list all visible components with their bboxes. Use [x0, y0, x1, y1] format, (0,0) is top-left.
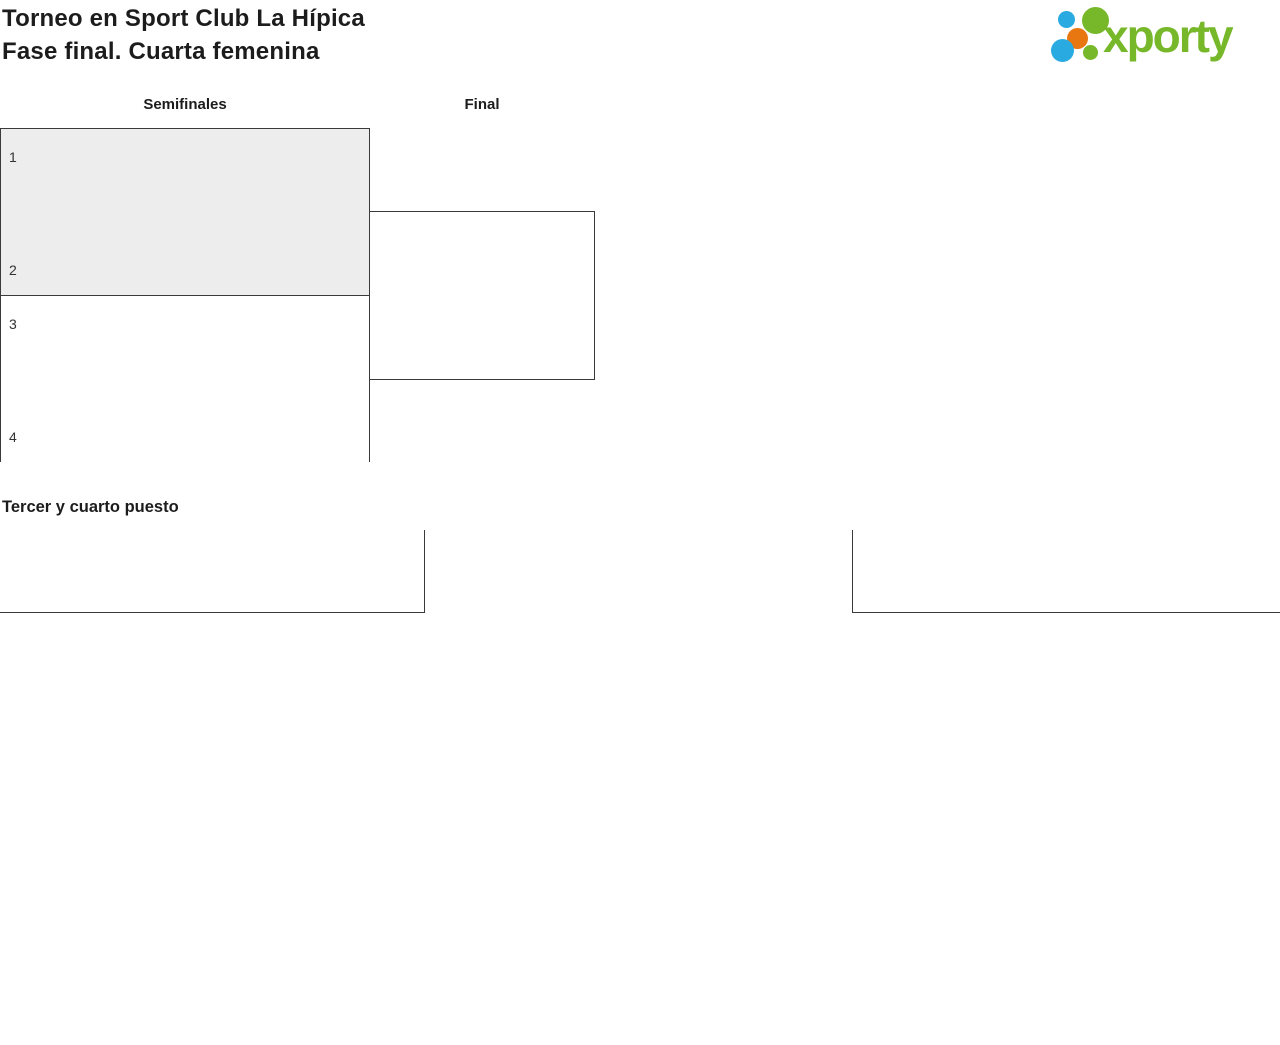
xporty-logo[interactable]: xporty	[1045, 0, 1280, 80]
round-header-final: Final	[464, 96, 500, 113]
logo-dot-blue-small-icon	[1058, 11, 1075, 28]
third-place-match-left-cell[interactable]	[0, 530, 425, 613]
page-title: Torneo en Sport Club La Hípica Fase fina…	[2, 2, 365, 68]
round-header-semifinales: Semifinales	[143, 96, 227, 113]
logo-dot-green-large-icon	[1082, 7, 1109, 34]
seed-label: 1	[9, 149, 17, 165]
third-place-heading: Tercer y cuarto puesto	[2, 498, 179, 516]
final-match[interactable]	[369, 211, 595, 380]
third-place-match-right-cell[interactable]	[852, 530, 1280, 613]
phase-category-subtitle: Fase final. Cuarta femenina	[2, 38, 320, 65]
seed-label: 3	[9, 316, 17, 332]
seed-label: 4	[9, 429, 17, 445]
tournament-name: Torneo en Sport Club La Hípica	[2, 5, 365, 32]
semifinal-match-2[interactable]: 3 4	[1, 296, 369, 462]
semifinals-column: 1 2 3 4	[0, 128, 370, 462]
seed-label: 2	[9, 262, 17, 278]
xporty-wordmark: xporty	[1103, 10, 1234, 62]
semifinal-match-1[interactable]: 1 2	[1, 129, 369, 296]
logo-dot-blue-large-icon	[1051, 39, 1074, 62]
logo-dot-green-small-icon	[1083, 45, 1098, 60]
